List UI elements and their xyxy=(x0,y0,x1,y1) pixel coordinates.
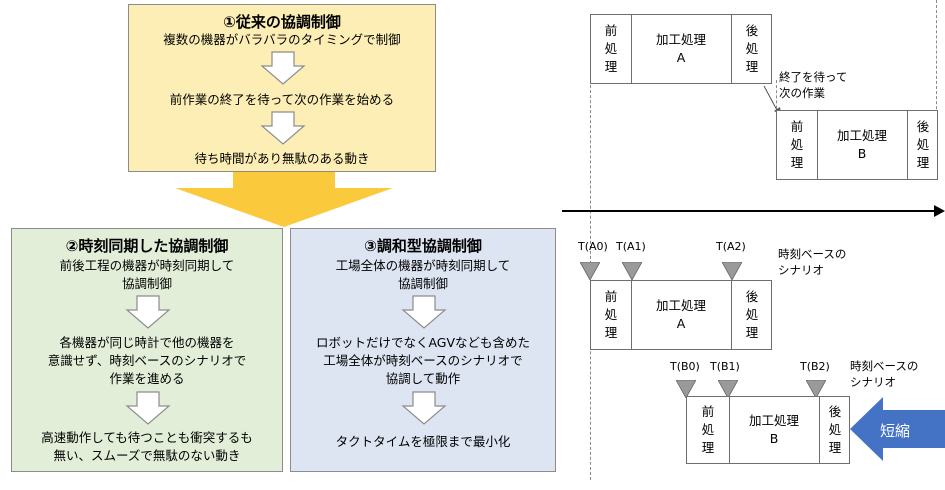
panel-conventional: ①従来の協調制御 複数の機器がバラバラのタイミングで制御 前作業の終了を待って次… xyxy=(128,4,436,172)
time-marker-a0-icon xyxy=(580,262,600,280)
shorten-label: 短縮 xyxy=(880,422,911,440)
time-label-a0: T(A0) xyxy=(578,240,608,253)
panel-time-sync-text-3: 高速動作しても待つことも衝突するも 無い、スムーズで無駄のない動き xyxy=(41,430,253,463)
down-arrow-icon xyxy=(260,51,306,85)
timeline-axis xyxy=(562,210,938,212)
panel-conventional-text-2: 前作業の終了を待って次の作業を始める xyxy=(169,92,395,107)
timeline-arrowhead-icon xyxy=(934,205,945,217)
pre-process-cell: 前 処 理 xyxy=(790,119,804,170)
down-arrow-icon xyxy=(125,295,171,329)
main-process-a-cell: 加工処理 A xyxy=(655,298,706,331)
panel-harmonized-text-2: ロボットだけでなくAGVなども含めた 工場全体が時刻ベースのシナリオで 協調して… xyxy=(315,335,531,386)
shorten-arrow-icon xyxy=(850,397,945,461)
post-process-cell: 後 処 理 xyxy=(828,404,842,455)
scenario-label-a: 時刻ベースの シナリオ xyxy=(778,247,847,277)
panel-time-sync-text-2: 各機器が同じ時計で他の機器を 意識せず、時刻ベースのシナリオで 作業を進める xyxy=(47,335,247,386)
panel-conventional-title: ①従来の協調制御 xyxy=(223,13,341,31)
panel-harmonized-title: ③調和型協調制御 xyxy=(364,237,482,255)
pre-process-cell: 前 処 理 xyxy=(604,289,618,340)
time-label-b2: T(B2) xyxy=(800,360,830,373)
scenario-label-b: 時刻ベースの シナリオ xyxy=(850,359,919,389)
panel-time-sync-text-1: 前後工程の機器が時刻同期して 協調制御 xyxy=(59,258,235,291)
time-marker-b1-icon xyxy=(718,380,738,398)
main-process-b-cell: 加工処理 B xyxy=(748,413,799,446)
time-marker-a1-icon xyxy=(622,262,642,280)
pre-process-cell: 前 処 理 xyxy=(701,404,715,455)
panel-harmonized: ③調和型協調制御 工場全体の機器が時刻同期して 協調制御 ロボットだけでなくAG… xyxy=(290,228,556,472)
panel-harmonized-text-3: タクトタイムを極限まで最小化 xyxy=(335,434,511,449)
main-process-a-cell: 加工処理 A xyxy=(655,32,706,65)
down-arrow-icon xyxy=(401,391,447,425)
post-process-cell: 後 処 理 xyxy=(916,119,930,170)
wait-note-label: 終了を待って 次の作業 xyxy=(779,70,848,100)
time-marker-b0-icon xyxy=(676,380,696,398)
pre-process-cell: 前 処 理 xyxy=(604,23,618,74)
down-arrow-icon xyxy=(401,295,447,329)
post-process-cell: 後 処 理 xyxy=(745,23,759,74)
time-marker-b2-icon xyxy=(806,380,826,398)
post-process-cell: 後 処 理 xyxy=(745,289,759,340)
process-block-b-bottom: 前 処 理 加工処理 B 後 処 理 xyxy=(686,396,850,464)
process-block-b-top: 前 処 理 加工処理 B 後 処 理 xyxy=(776,110,938,180)
guide-line-right-top xyxy=(936,0,937,180)
panel-harmonized-text-1: 工場全体の機器が時刻同期して 協調制御 xyxy=(335,258,511,291)
time-label-a2: T(A2) xyxy=(716,240,746,253)
big-down-arrow-icon xyxy=(175,172,393,227)
process-block-a-bottom: 前 処 理 加工処理 A 後 処 理 xyxy=(590,280,772,350)
panel-conventional-text-1: 複数の機器がバラバラのタイミングで制御 xyxy=(163,32,401,47)
down-arrow-icon xyxy=(125,391,171,425)
time-label-b1: T(B1) xyxy=(710,360,740,373)
panel-time-sync-title: ②時刻同期した協調制御 xyxy=(65,237,229,255)
down-arrow-icon xyxy=(260,111,306,145)
time-label-a1: T(A1) xyxy=(616,240,646,253)
panel-time-sync: ②時刻同期した協調制御 前後工程の機器が時刻同期して 協調制御 各機器が同じ時計… xyxy=(11,228,283,472)
main-process-b-cell: 加工処理 B xyxy=(836,128,887,161)
time-marker-a2-icon xyxy=(722,262,742,280)
panel-conventional-text-3: 待ち時間があり無駄のある動き xyxy=(194,151,370,166)
process-block-a-top: 前 処 理 加工処理 A 後 処 理 xyxy=(590,14,772,84)
time-label-b0: T(B0) xyxy=(670,360,700,373)
